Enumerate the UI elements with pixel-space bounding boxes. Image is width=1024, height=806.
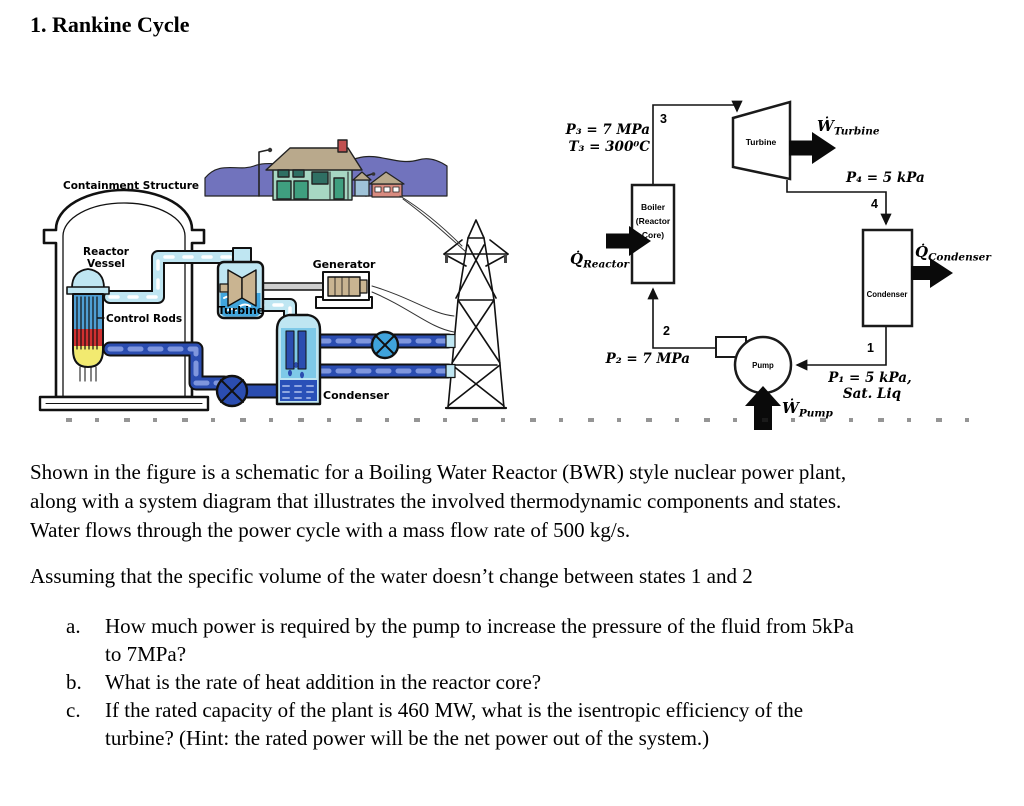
boiler-label-3: Core) [642, 230, 664, 240]
state-2: 2 [663, 324, 670, 338]
question-item-c: c. If the rated capacity of the plant is… [66, 696, 854, 752]
question-list: a. How much power is required by the pum… [66, 612, 854, 752]
question-line: turbine? (Hint: the rated power will be … [105, 726, 710, 750]
p4-label: P₄ = 5 kPa [845, 170, 925, 186]
state-3: 3 [660, 112, 667, 126]
question-item-a: a. How much power is required by the pum… [66, 612, 854, 668]
condenser-label: Condenser [867, 290, 908, 299]
cropped-text-artifact [66, 418, 988, 422]
q-condenser-arrow-icon [911, 258, 953, 288]
circulation-pump-icon [215, 330, 400, 408]
transmission-tower-icon [443, 219, 509, 410]
power-lines [371, 195, 467, 333]
generator: Generator [313, 258, 376, 309]
question-line: If the rated capacity of the plant is 46… [105, 698, 804, 722]
containment-label: Containment Structure [63, 180, 199, 192]
question-marker: a. [66, 614, 81, 638]
house-blue [352, 171, 372, 197]
boiler-label-1: Boiler [641, 202, 666, 212]
pump-label: Pump [752, 361, 774, 370]
question-marker: c. [66, 698, 81, 722]
assumption-paragraph: Assuming that the specific volume of the… [30, 564, 753, 588]
question-item-b: b. What is the rate of heat addition in … [66, 668, 854, 696]
q-reactor-label: Q̇Reactor [570, 250, 631, 271]
p1-label-2: Sat. Liq [843, 386, 901, 402]
page-title: 1. Rankine Cycle [30, 12, 190, 37]
turbine-cartoon-label: Turbine [218, 304, 265, 317]
intro-line: along with a system diagram that illustr… [30, 489, 842, 513]
condenser-box [861, 228, 914, 328]
turbine-vessel: Turbine [216, 247, 265, 320]
generator-label: Generator [313, 258, 376, 271]
state-4: 4 [871, 197, 878, 211]
q-condenser-label: Q̇Condenser [915, 243, 992, 264]
question-marker: b. [66, 670, 82, 694]
reactor-vessel-label-2: Vessel [87, 258, 125, 270]
house-green [265, 139, 363, 201]
figure-bwr-and-cycle: Turbine Generator Condenser [38, 100, 992, 430]
t3-label: T₃ = 300⁰C [568, 139, 650, 155]
question-line: What is the rate of heat addition in the… [105, 670, 542, 694]
w-turbine-label: ẆTurbine [817, 116, 880, 138]
condenser-cartoon-label: Condenser [323, 389, 390, 402]
p2-label: P₂ = 7 MPa [605, 351, 690, 367]
reactor-vessel [66, 268, 110, 382]
w-pump-label: ẆPump [782, 398, 833, 420]
intro-line: Shown in the figure is a schematic for a… [30, 460, 847, 484]
q-reactor-arrow-icon [606, 226, 651, 256]
boiler-label-2: (Reactor [636, 216, 671, 226]
intro-line: Water flows through the power cycle with… [30, 518, 631, 542]
turbine-label: Turbine [746, 137, 777, 147]
condenser-vessel: Condenser [275, 313, 390, 406]
question-line: How much power is required by the pump t… [105, 614, 854, 638]
turbine-shaft [259, 282, 327, 291]
w-turbine-arrow-icon [789, 132, 836, 164]
state-1: 1 [867, 341, 874, 355]
control-rods-label: Control Rods [106, 313, 182, 325]
reactor-vessel-label-1: Reactor [83, 246, 130, 258]
w-pump-arrow-icon [745, 386, 781, 430]
cycle-diagram: Boiler (Reactor Core) Turbine Condenser … [565, 100, 992, 430]
cycle-lines [647, 100, 892, 371]
house-red [369, 171, 405, 198]
p1-label-1: P₁ = 5 kPa, [827, 370, 911, 386]
question-line: to 7MPa? [105, 642, 187, 666]
bwr-cartoon: Turbine Generator Condenser [38, 139, 509, 412]
intro-paragraph: Shown in the figure is a schematic for a… [30, 458, 846, 545]
turbine-box [731, 100, 792, 181]
energy-arrows [606, 132, 953, 430]
p3-label: P₃ = 7 MPa [565, 122, 650, 138]
